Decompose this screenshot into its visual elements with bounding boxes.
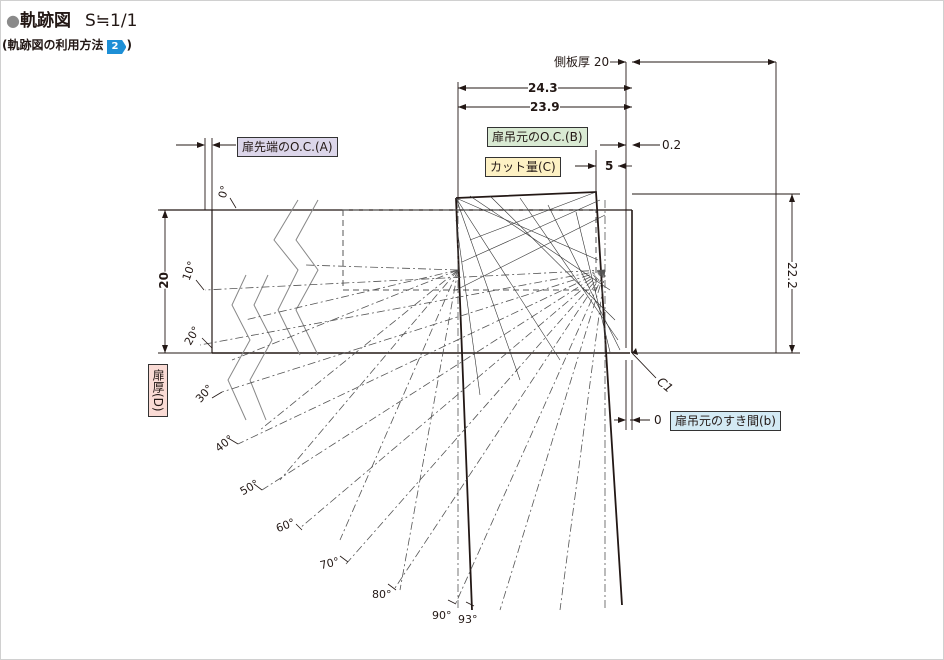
heading-scale: S≒1/1	[84, 11, 138, 31]
dimension-20: 20	[157, 272, 171, 289]
figure-heading: ●軌跡図 S≒1/1	[6, 6, 137, 31]
dimension-lines	[158, 61, 800, 430]
heading-title: 軌跡図	[19, 11, 71, 31]
cut-amount-label: カット量(C)	[485, 157, 561, 177]
angle-90: 90°	[432, 609, 452, 622]
heading-bullet: ●	[6, 11, 20, 30]
trajectory-lines	[199, 200, 606, 611]
dimension-22-2: 22.2	[785, 262, 799, 289]
dimension-24-3: 24.3	[528, 81, 558, 95]
arrowheads	[162, 59, 795, 423]
angle-93: 93°	[458, 613, 478, 626]
dimension-5: 5	[605, 159, 614, 173]
side-panel-dimension: 側板厚 20	[554, 55, 610, 69]
angle-80: 80°	[372, 588, 392, 601]
door-tip-oc-label: 扉先端のO.C.(A)	[237, 137, 338, 157]
usage-note-text: 軌跡図の利用方法	[7, 38, 104, 52]
angle-arrows	[195, 197, 475, 607]
hinge-cup-outline	[342, 209, 597, 291]
break-lines	[227, 199, 319, 421]
hinge-oc-label: 扉吊元のO.C.(B)	[487, 127, 588, 147]
usage-note-open-paren: (	[2, 38, 8, 52]
usage-note-close-paren: )	[126, 38, 132, 52]
dimension-0-2: 0.2	[662, 138, 682, 152]
door-thickness-label: 扉厚(D)	[148, 364, 168, 417]
dimension-23-9: 23.9	[530, 100, 560, 114]
dimension-0: 0	[654, 413, 662, 427]
hinge-gap-label: 扉吊元のすき間(b)	[670, 411, 781, 431]
usage-ref-badge[interactable]: 2	[106, 40, 127, 54]
door-sweep-lines	[455, 191, 621, 396]
open-door-outline	[455, 191, 623, 611]
